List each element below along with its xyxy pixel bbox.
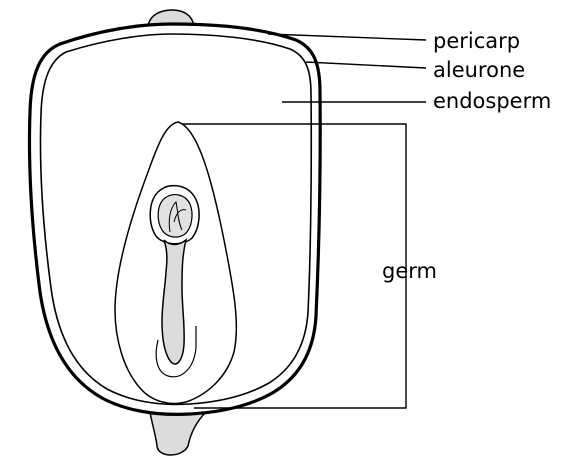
endosperm-label: endosperm bbox=[433, 89, 551, 113]
bottom-tip bbox=[150, 412, 206, 455]
plumule bbox=[150, 186, 199, 244]
pericarp-label: pericarp bbox=[433, 29, 520, 53]
aleurone-label: aleurone bbox=[433, 58, 525, 82]
germ-label: germ bbox=[382, 259, 437, 283]
aleurone-leader bbox=[306, 62, 426, 68]
